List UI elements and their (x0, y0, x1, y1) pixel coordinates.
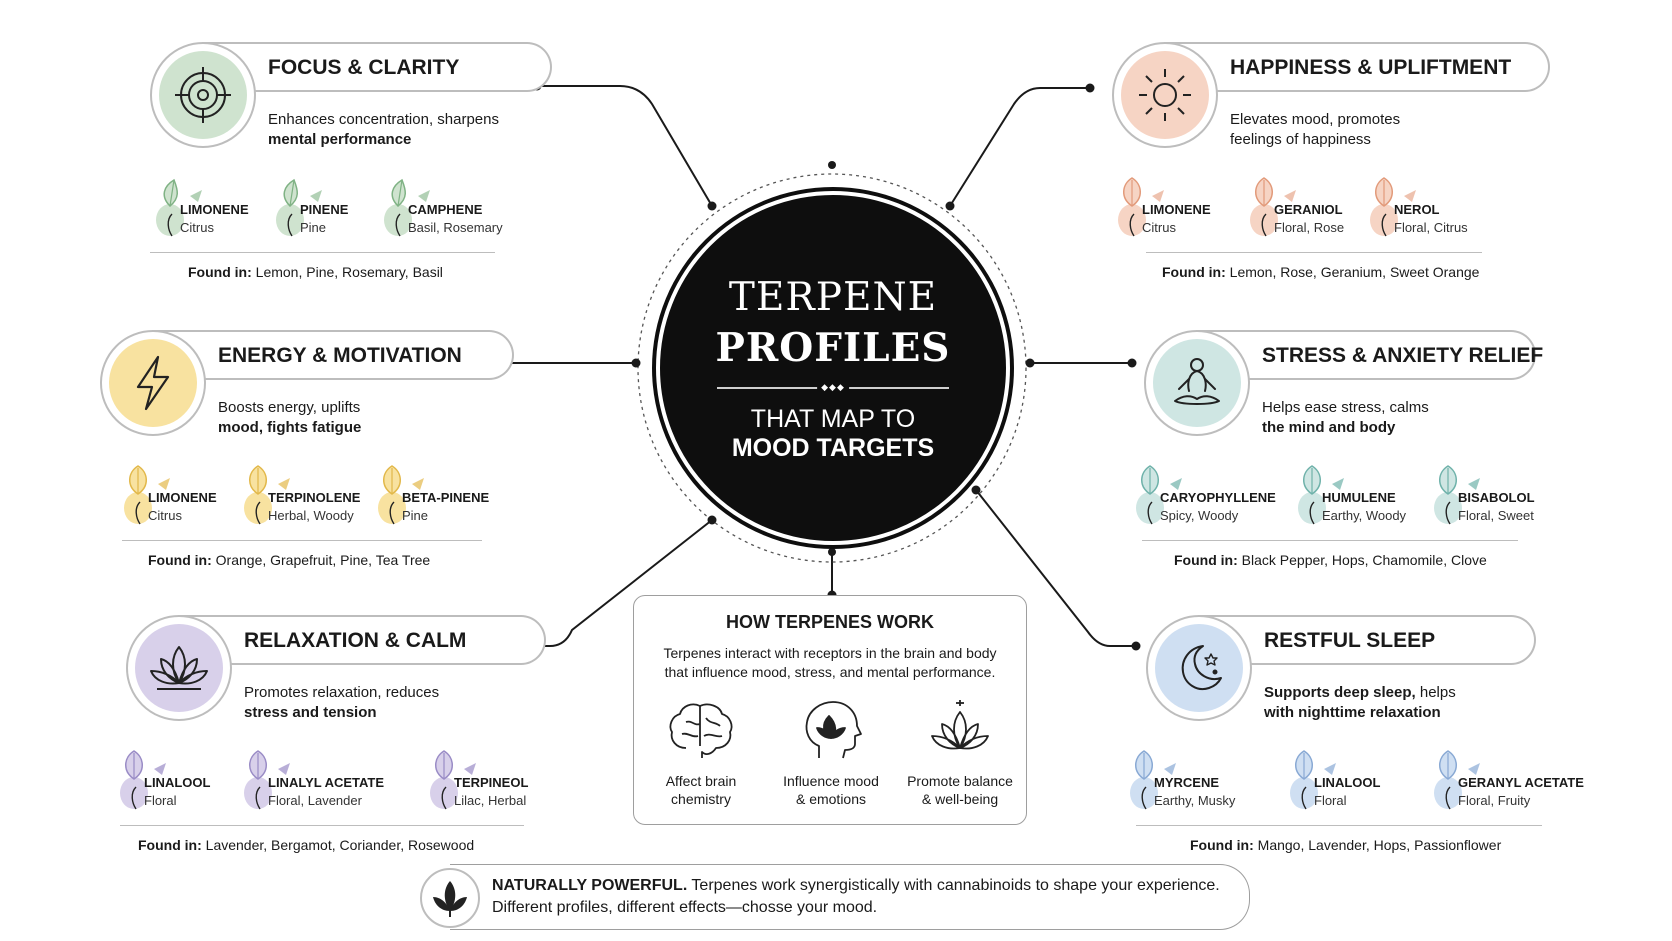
found-in: Found in: Lemon, Rose, Geranium, Sweet O… (1162, 264, 1480, 280)
leaf-drop-icon (124, 465, 170, 525)
terpene-list: MYRCENE Earthy, Musky LINALOOL Floral GE… (1130, 743, 1586, 813)
leaf-drop-icon (1250, 177, 1296, 237)
leaf-drop-icon (244, 465, 290, 525)
category-title: RESTFUL SLEEP (1264, 629, 1436, 652)
leaf-drop-icon (430, 750, 476, 810)
terpene-list: CARYOPHYLLENE Spicy, Woody HUMULENE Eart… (1136, 458, 1584, 528)
leaf-drop-icon (1370, 177, 1416, 237)
category-description: Elevates mood, promotes feelings of happ… (1230, 111, 1401, 148)
leaf-drop-icon (1290, 750, 1336, 810)
category-title: FOCUS & CLARITY (268, 56, 460, 79)
category-description: Enhances concentration, sharpens mental … (268, 111, 499, 148)
leaf-drop-icon (1434, 750, 1480, 810)
category-focus: FOCUS & CLARITY Enhances concentration, … (150, 42, 590, 292)
category-title: ENERGY & MOTIVATION (218, 344, 462, 367)
leaf-drop-icon (1136, 465, 1182, 525)
found-in: Found in: Lavender, Bergamot, Coriander,… (138, 837, 475, 853)
category-sleep: RESTFUL SLEEP Supports deep sleep, helps… (1130, 615, 1586, 865)
leaf-icon (420, 868, 480, 928)
target-icon (150, 42, 256, 148)
leaf-drop-icon (1298, 465, 1344, 525)
category-relaxation: RELAXATION & CALM Promotes relaxation, r… (120, 615, 566, 865)
center-title-line2: PROFILES (715, 325, 951, 371)
how-description: Terpenes interact with receptors in the … (663, 645, 997, 680)
category-title: HAPPINESS & UPLIFTMENT (1230, 56, 1512, 79)
center-divider (717, 387, 949, 389)
leaf-drop-icon (378, 465, 424, 525)
found-in: Found in: Mango, Lavender, Hops, Passion… (1190, 837, 1502, 853)
lotus-icon (931, 700, 989, 750)
category-stress: STRESS & ANXIETY RELIEF Helps ease stres… (1136, 330, 1584, 580)
leaf-drop-icon (120, 750, 166, 810)
bottom-banner (450, 864, 1250, 930)
leaf-drop-icon (1118, 177, 1164, 237)
found-in: Found in: Orange, Grapefruit, Pine, Tea … (148, 552, 431, 568)
leaf-drop-icon (1130, 750, 1176, 810)
category-title: STRESS & ANXIETY RELIEF (1262, 344, 1544, 367)
category-description: Boosts energy, uplifts mood, fights fati… (218, 399, 362, 436)
category-description: Helps ease stress, calms the mind and bo… (1262, 399, 1429, 436)
center-title-circle: TERPENE PROFILES THAT MAP TO MOOD TARGET… (656, 191, 1010, 545)
leaf-drop-icon (244, 750, 290, 810)
banner-text: NATURALLY POWERFUL. Terpenes work synerg… (492, 877, 1220, 916)
leaf-drop-icon (276, 178, 322, 237)
moon-icon (1146, 615, 1252, 721)
leaf-drop-icon (384, 178, 430, 237)
lightning-icon (100, 330, 206, 436)
terpene-list: LIMONENE Citrus PINENE Pine CAMPHENE Bas… (150, 170, 590, 240)
category-happiness: HAPPINESS & UPLIFTMENT Elevates mood, pr… (1112, 42, 1552, 292)
category-description: Supports deep sleep, helps with nighttim… (1264, 684, 1456, 721)
how-item-balance: Promote balance& well-being (896, 698, 1024, 813)
terpene-list: LINALOOL Floral LINALYL ACETATE Floral, … (120, 743, 566, 813)
found-in: Found in: Black Pepper, Hops, Chamomile,… (1174, 552, 1487, 568)
how-terpenes-work-panel: HOW TERPENES WORK Terpenes interact with… (633, 595, 1027, 825)
terpene-list: LIMONENE Citrus TERPINOLENE Herbal, Wood… (100, 458, 540, 528)
meditation-icon (1144, 330, 1250, 436)
brain-icon (669, 703, 733, 758)
center-subtitle-line2: MOOD TARGETS (731, 434, 935, 462)
category-title: RELAXATION & CALM (244, 629, 467, 652)
center-title-line1: TERPENE (728, 275, 938, 320)
how-title: HOW TERPENES WORK (725, 612, 934, 632)
leaf-drop-icon (1434, 465, 1480, 525)
how-item-mood: Influence mood& emotions (767, 698, 895, 813)
found-in: Found in: Lemon, Pine, Rosemary, Basil (188, 264, 443, 280)
center-subtitle-line1: THAT MAP TO (750, 405, 916, 433)
category-description: Promotes relaxation, reduces stress and … (244, 684, 440, 721)
category-energy: ENERGY & MOTIVATION Boosts energy, uplif… (100, 330, 540, 580)
terpene-list: LIMONENE Citrus GERANIOL Floral, Rose NE… (1112, 170, 1552, 240)
lotus-icon (126, 615, 232, 721)
sun-icon (1112, 42, 1218, 148)
head-leaf-icon (805, 701, 862, 759)
leaf-drop-icon (156, 178, 202, 237)
